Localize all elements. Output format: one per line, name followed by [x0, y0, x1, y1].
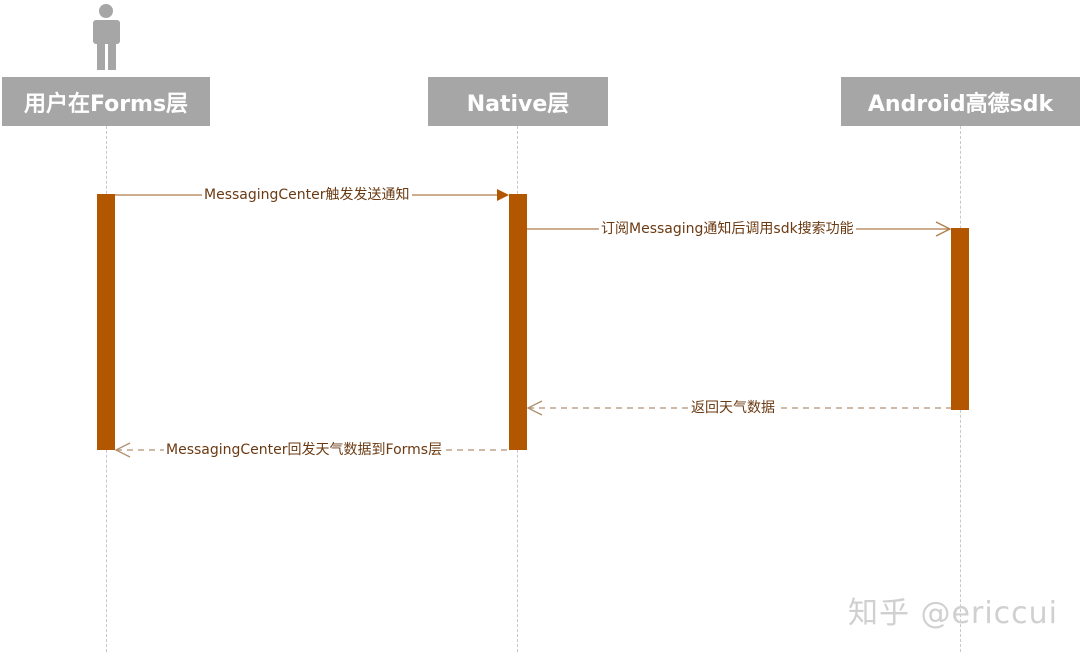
- participant-amap-label: Android高德sdk: [867, 91, 1054, 117]
- participant-amap: Android高德sdk: [841, 77, 1080, 126]
- message-label-3: 返回天气数据: [689, 399, 777, 417]
- participant-forms: 用户在Forms层: [2, 77, 210, 126]
- participant-native-label: Native层: [466, 91, 570, 117]
- activation-native: [509, 194, 527, 450]
- watermark: 知乎 @ericcui: [848, 596, 1058, 631]
- message-label-4: MessagingCenter回发天气数据到Forms层: [164, 441, 445, 459]
- message-label-1: MessagingCenter触发发送通知: [202, 186, 412, 204]
- user-actor-icon: [93, 4, 120, 70]
- activation-forms: [97, 194, 115, 450]
- participant-native: Native层: [428, 77, 608, 126]
- activation-amap: [951, 228, 969, 410]
- participant-forms-label: 用户在Forms层: [23, 91, 189, 117]
- message-label-2: 订阅Messaging通知后调用sdk搜索功能: [599, 220, 856, 238]
